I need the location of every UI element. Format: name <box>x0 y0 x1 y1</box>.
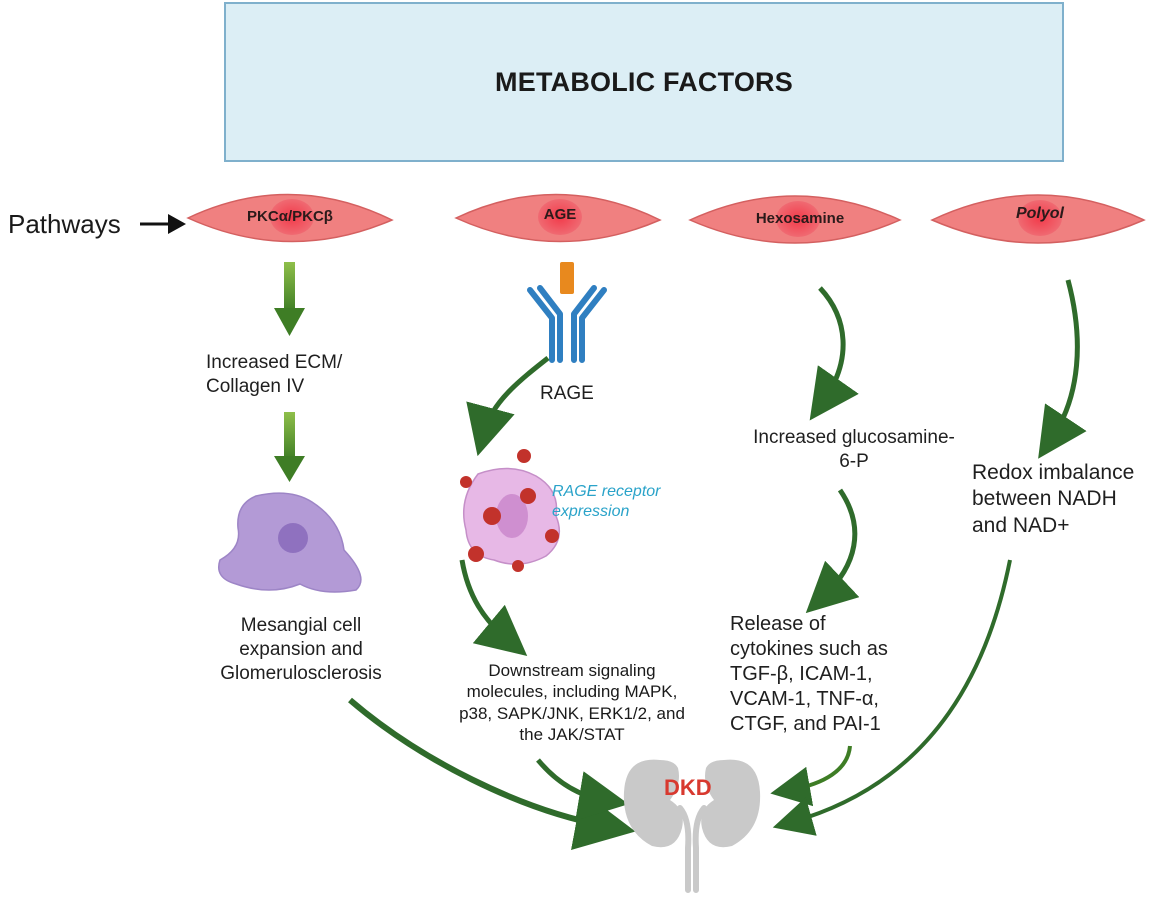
node-polyol <box>930 194 1146 244</box>
redox-imbalance-text: Redox imbalance between NADH and NAD+ <box>972 461 1135 537</box>
mesangial-expansion-text: Mesangial cell expansion and Glomerulosc… <box>220 615 382 684</box>
pkc-arrow-1 <box>274 262 305 336</box>
kidney-icon <box>623 759 761 893</box>
node-label-pkc: PKCα/PKCβ <box>247 208 333 225</box>
polyol-arrow-1 <box>1038 279 1087 459</box>
node-hexosamine <box>688 195 902 244</box>
metabolic-factors-box: METABOLIC FACTORS <box>224 2 1064 162</box>
pathways-label: Pathways <box>8 209 121 239</box>
age-arrow-2 <box>459 559 528 657</box>
header-title: METABOLIC FACTORS <box>495 66 793 97</box>
glucosamine-text: Increased glucosamine- 6-P <box>753 427 955 472</box>
age-arrow-1 <box>466 356 550 457</box>
cytokines-to-dkd-arrow <box>770 745 852 807</box>
mesangial-to-dkd-arrow <box>348 697 636 850</box>
rage-expression-text: RAGE receptor expression <box>552 483 661 520</box>
downstream-to-dkd-arrow <box>536 758 629 821</box>
pkc-arrow-2 <box>274 412 305 482</box>
node-age <box>454 193 662 243</box>
pathways-pointer-arrow <box>140 214 186 234</box>
ecm-collagen-text: Increased ECM/ Collagen IV <box>206 352 343 397</box>
mesangial-cell <box>218 492 362 593</box>
node-label-age: AGE <box>543 206 577 223</box>
dkd-label: DKD <box>664 775 712 800</box>
node-pkc <box>186 193 394 243</box>
rage-label: RAGE <box>540 383 594 404</box>
age-particles <box>460 449 559 572</box>
rage-receptor-icon <box>527 262 607 363</box>
hexosamine-arrow-2 <box>805 488 860 614</box>
node-label-polyol: Polyol <box>1015 205 1064 222</box>
cytokines-text: Release of cytokines such as TGF-β, ICAM… <box>730 613 888 735</box>
rage-expression-cell <box>463 467 561 565</box>
downstream-signaling-text: Downstream signaling molecules, includin… <box>459 661 685 744</box>
hexosamine-arrow-1 <box>809 286 859 421</box>
node-label-hexosamine: Hexosamine <box>755 210 845 227</box>
redox-to-dkd-arrow <box>772 559 1012 836</box>
